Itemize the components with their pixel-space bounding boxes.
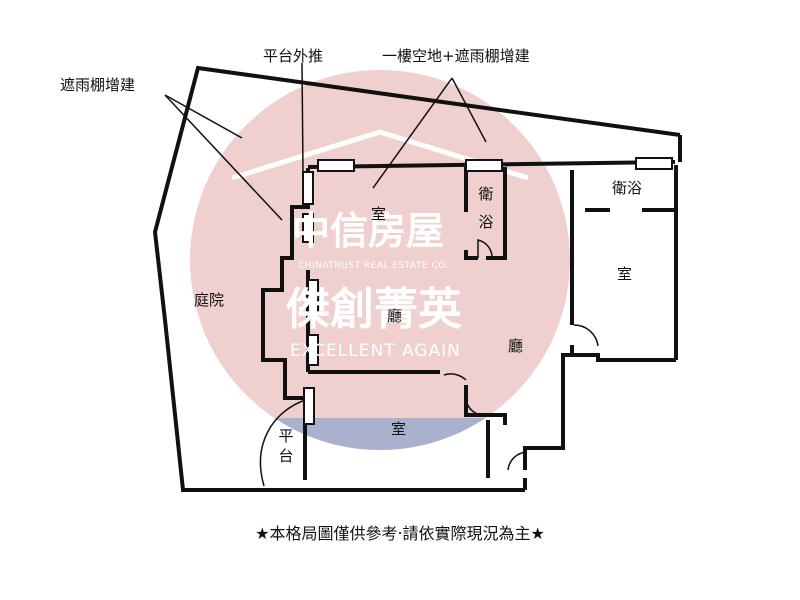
room-platform-char2: 台 — [278, 447, 294, 466]
window-bath-top — [465, 159, 503, 172]
door-platform — [259, 399, 306, 487]
windows — [302, 157, 673, 425]
room-bedroom-right: 室 — [617, 265, 633, 283]
window-left-1 — [302, 171, 314, 205]
room-bedroom-bottom: 室 — [391, 420, 407, 438]
room-bath-center-char2: 浴 — [478, 213, 494, 232]
door-bedroom-bottom — [465, 395, 487, 416]
room-bath-center-char1: 衛 — [478, 185, 494, 203]
door-exit — [507, 451, 528, 471]
room-bath-right: 衛浴 — [612, 179, 643, 197]
watermark-company: 中信房屋 — [292, 209, 445, 253]
label-platform-extension: 平台外推 — [263, 47, 324, 65]
door-bath — [477, 239, 493, 259]
watermark-slogan: EXCELLENT AGAIN — [290, 341, 461, 361]
door-hall — [443, 373, 467, 381]
label-ground-floor-canopy: 一樓空地+遮雨棚增建 — [382, 47, 530, 65]
watermark-circle — [190, 70, 570, 450]
window-top-left — [317, 159, 355, 172]
room-platform-char1: 平 — [278, 427, 294, 445]
room-hall-right: 廳 — [508, 337, 524, 355]
room-bedroom-top: 室 — [371, 205, 387, 223]
window-right-bath — [635, 157, 673, 170]
window-left-2 — [302, 213, 314, 243]
watermark-branch: 傑創菁英 — [286, 284, 462, 335]
annotation-lines — [164, 62, 487, 221]
window-hall-1 — [307, 279, 319, 317]
room-hall-center: 廳 — [387, 307, 403, 325]
window-hall-2 — [307, 334, 319, 366]
room-platform: 平 台 — [277, 426, 295, 467]
disclaimer-text: ★本格局圖僅供參考‧請依實際現況為主★ — [255, 524, 545, 543]
watermark-company-en: CHINATRUST REAL ESTATE CO. — [298, 261, 449, 271]
door-right-room — [573, 324, 599, 347]
room-courtyard: 庭院 — [194, 291, 225, 309]
label-canopy-addition: 遮雨棚增建 — [60, 76, 136, 94]
watermark-logo — [190, 70, 570, 450]
window-lower — [303, 387, 315, 425]
room-bath-center: 衛 浴 — [477, 184, 495, 233]
doors — [259, 239, 599, 487]
watermark-band — [190, 418, 570, 450]
